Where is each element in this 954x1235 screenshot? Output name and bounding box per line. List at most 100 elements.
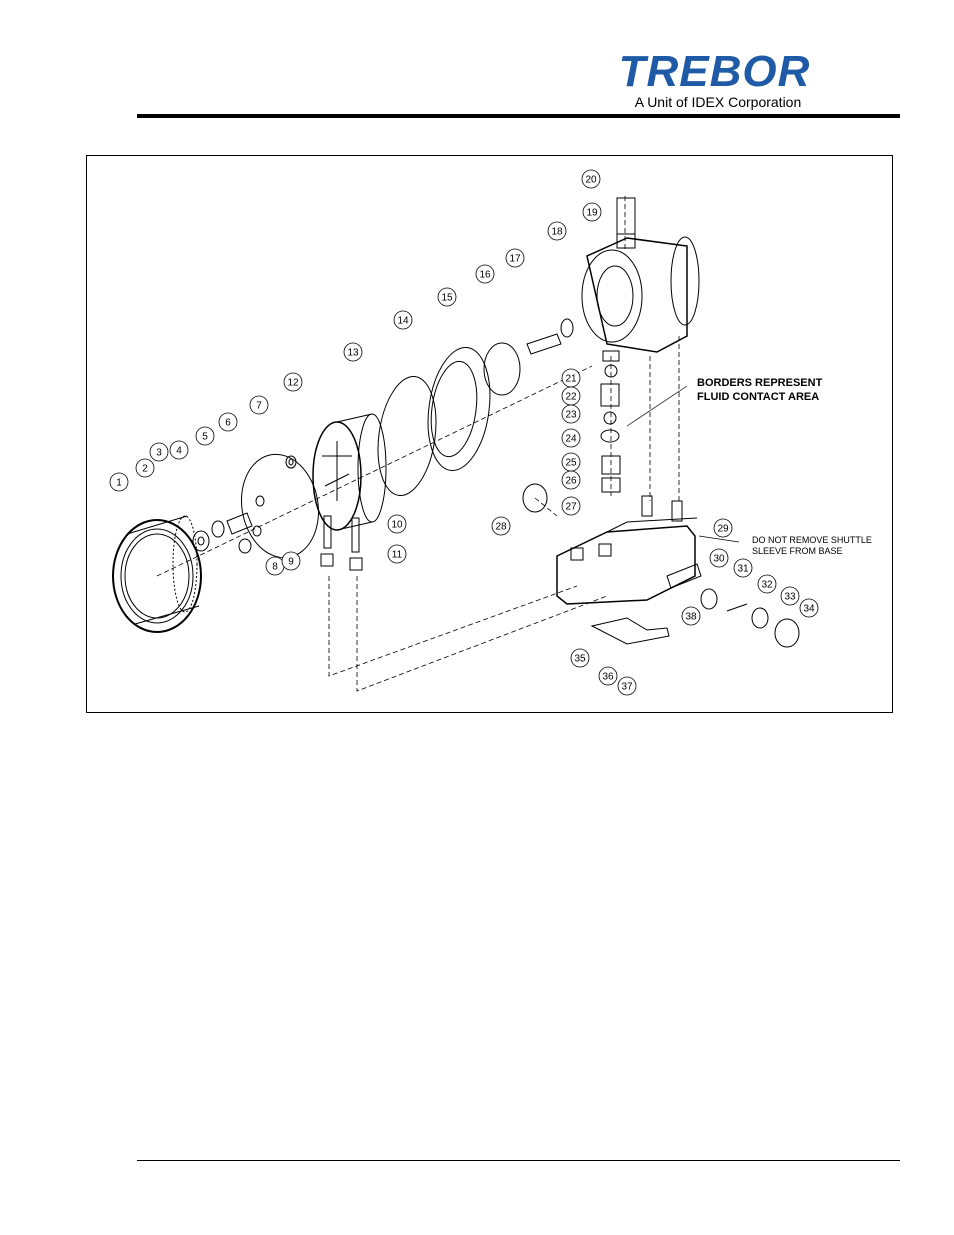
- callout-number: 13: [347, 348, 359, 359]
- callout-29: 29: [714, 519, 732, 537]
- callout-number: 14: [397, 316, 409, 327]
- callout-27: 27: [562, 497, 580, 515]
- note-fluid-line1: BORDERS REPRESENT: [697, 377, 823, 389]
- callout-34: 34: [800, 599, 818, 617]
- part-16-shaft: [527, 334, 561, 354]
- callout-number: 19: [586, 208, 598, 219]
- callout-5: 5: [196, 427, 214, 445]
- callout-12: 12: [284, 373, 302, 391]
- callout-26: 26: [562, 471, 580, 489]
- callout-number: 11: [392, 550, 403, 561]
- callout-number: 15: [441, 293, 453, 304]
- note-fluid-contact: BORDERS REPRESENT FLUID CONTACT AREA: [697, 377, 823, 403]
- callout-15: 15: [438, 288, 456, 306]
- callout-11: 11: [388, 545, 406, 563]
- callout-number: 37: [621, 682, 633, 693]
- callout-2: 2: [136, 459, 154, 477]
- part-6-oring: [234, 448, 327, 564]
- callout-24: 24: [562, 429, 580, 447]
- callout-17: 17: [506, 249, 524, 267]
- callout-25: 25: [562, 453, 580, 471]
- callout-number: 28: [495, 522, 507, 533]
- callout-number: 38: [685, 612, 697, 623]
- callout-number: 18: [551, 227, 563, 238]
- exploded-view-diagram: 1234567891011121314151617181920212223242…: [87, 156, 894, 714]
- callout-23: 23: [562, 405, 580, 423]
- note-shuttle: DO NOT REMOVE SHUTTLE SLEEVE FROM BASE: [752, 535, 872, 556]
- footer-rule: [137, 1160, 900, 1161]
- parts-30-34-shuttle: [667, 564, 799, 647]
- callout-3: 3: [150, 443, 168, 461]
- part-35-bracket: [592, 618, 669, 644]
- callout-28: 28: [492, 517, 510, 535]
- parts-21-27-valve-stack: [601, 351, 620, 492]
- callout-number: 5: [202, 432, 208, 443]
- parts-2-9-hardware: [193, 456, 296, 553]
- callout-19: 19: [583, 203, 601, 221]
- part-1-ring-nut: [113, 516, 201, 632]
- callout-number: 25: [565, 458, 577, 469]
- callout-number: 32: [761, 580, 773, 591]
- callout-21: 21: [562, 369, 580, 387]
- callout-number: 4: [176, 446, 182, 457]
- trebor-logo: TREBOR A Unit of IDEX Corporation: [612, 50, 817, 112]
- callout-14: 14: [394, 311, 412, 329]
- callout-number: 30: [713, 554, 725, 565]
- part-12-air-chamber: [313, 414, 386, 530]
- callout-number: 12: [287, 378, 299, 389]
- callout-number: 33: [784, 592, 796, 603]
- callout-number: 17: [509, 254, 521, 265]
- callout-16: 16: [476, 265, 494, 283]
- callout-number: 10: [391, 520, 403, 531]
- part-17-seal: [561, 319, 573, 337]
- part-18-pump-body: [582, 234, 699, 352]
- callout-32: 32: [758, 575, 776, 593]
- callout-number: 16: [479, 270, 491, 281]
- callout-13: 13: [344, 343, 362, 361]
- callout-number: 29: [717, 524, 729, 535]
- callout-9: 9: [282, 552, 300, 570]
- part-19-20-top-fitting: [617, 198, 635, 234]
- callout-33: 33: [781, 587, 799, 605]
- exploded-view-frame: 1234567891011121314151617181920212223242…: [86, 155, 893, 713]
- callout-number: 35: [574, 654, 586, 665]
- callout-4: 4: [170, 441, 188, 459]
- callout-37: 37: [618, 677, 636, 695]
- callout-number: 8: [272, 562, 278, 573]
- callout-number: 21: [565, 374, 577, 385]
- logo-wordmark: TREBOR: [612, 50, 817, 94]
- callout-number: 24: [565, 434, 577, 445]
- callout-7: 7: [250, 396, 268, 414]
- callout-number: 6: [225, 418, 231, 429]
- logo-subtitle: A Unit of IDEX Corporation: [618, 94, 818, 110]
- callout-38: 38: [682, 607, 700, 625]
- callout-number: 1: [116, 478, 122, 489]
- part-15-disc: [484, 343, 520, 395]
- studs-10-11: [321, 516, 362, 570]
- callout-8: 8: [266, 557, 284, 575]
- centerlines: [157, 196, 679, 691]
- callout-1: 1: [110, 473, 128, 491]
- callout-31: 31: [734, 559, 752, 577]
- callout-30: 30: [710, 549, 728, 567]
- callout-20: 20: [582, 170, 600, 188]
- callout-number: 20: [585, 175, 597, 186]
- note-fluid-line2: FLUID CONTACT AREA: [697, 391, 819, 403]
- note-shuttle-line2: SLEEVE FROM BASE: [752, 546, 843, 556]
- callout-number: 31: [737, 564, 749, 575]
- callout-number: 3: [156, 448, 162, 459]
- callout-number: 26: [565, 476, 577, 487]
- callout-18: 18: [548, 222, 566, 240]
- callout-number: 23: [565, 410, 577, 421]
- callout-number: 2: [142, 464, 148, 475]
- callout-number: 9: [288, 557, 294, 568]
- callout-number: 34: [803, 604, 815, 615]
- header-rule: [137, 114, 900, 118]
- callout-22: 22: [562, 387, 580, 405]
- callout-6: 6: [219, 413, 237, 431]
- note-shuttle-line1: DO NOT REMOVE SHUTTLE: [752, 535, 872, 545]
- callout-number: 7: [256, 401, 262, 412]
- callout-number: 27: [565, 502, 577, 513]
- callout-number: 36: [602, 672, 614, 683]
